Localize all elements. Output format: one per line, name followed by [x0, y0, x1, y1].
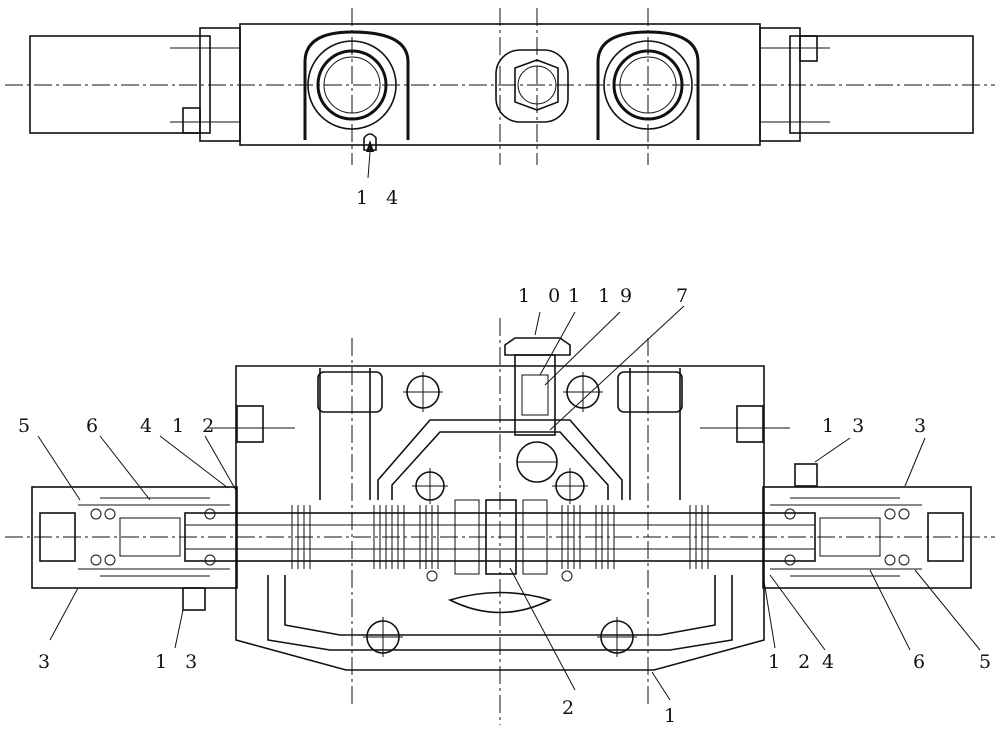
callout-2: 2	[562, 697, 580, 719]
callout-6-right: 6	[913, 651, 931, 673]
section-view	[5, 318, 995, 725]
top-view	[5, 8, 995, 179]
callout-11: 1 1	[568, 285, 616, 307]
callout-13-right: 1 3	[822, 415, 870, 437]
callout-4-left: 4	[140, 415, 158, 437]
callout-12-left: 1 2	[172, 415, 220, 437]
callout-3-right: 3	[914, 415, 932, 437]
callout-leaders	[37, 305, 981, 701]
callout-9: 9	[620, 285, 638, 307]
callout-14: 1 4	[356, 187, 404, 209]
callout-5-right: 5	[979, 651, 997, 673]
callout-6-left: 6	[86, 415, 104, 437]
callout-5-left: 5	[18, 415, 36, 437]
callout-12-right: 1 2	[768, 651, 816, 673]
callout-7: 7	[676, 285, 694, 307]
callout-1: 1	[664, 705, 682, 727]
callout-13-left: 1 3	[155, 651, 203, 673]
callout-labels: 1 4 1 0 1 1 9 7 5 6 4 1 2 1 3 3 3 1 3 1 …	[18, 187, 997, 727]
callout-4-right: 4	[822, 651, 840, 673]
callout-10: 1 0	[518, 285, 566, 307]
callout-3-left: 3	[38, 651, 56, 673]
